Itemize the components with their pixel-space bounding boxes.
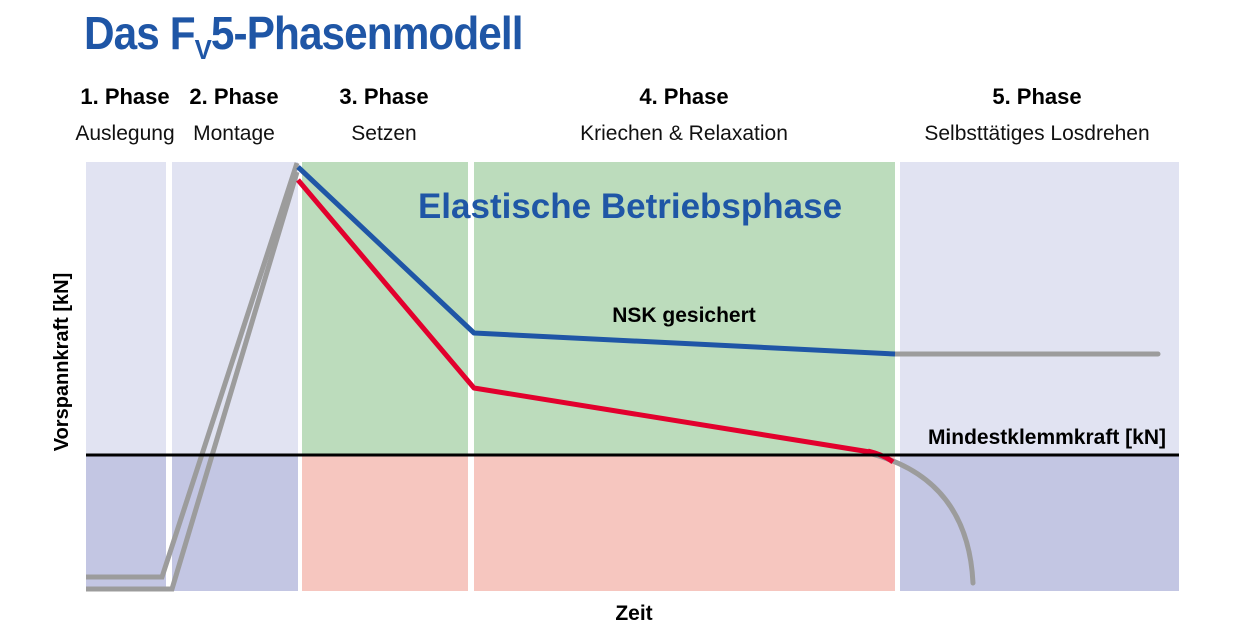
red-curve — [296, 178, 871, 455]
elastic-phase-label: Elastische Betriebsphase — [418, 187, 842, 226]
phase-header-2: 2. Phase Montage — [189, 84, 278, 154]
zone-phase4-lower — [474, 455, 895, 591]
zone-phase3-upper — [302, 162, 468, 455]
blue-nsk-curve — [296, 165, 896, 357]
title-subscript: V — [194, 34, 212, 65]
x-axis-label: Zeit — [615, 602, 652, 625]
phase-4-name: Kriechen & Relaxation — [580, 122, 788, 145]
phase-header-1: 1. Phase Auslegung — [75, 84, 174, 154]
phase-2-name: Montage — [193, 122, 275, 145]
phase-5-number: 5. Phase — [992, 84, 1082, 109]
phase-3-number: 3. Phase — [339, 84, 429, 109]
zone-phase1-lower — [86, 455, 166, 591]
phase-4-number: 4. Phase — [639, 84, 729, 109]
nsk-label: NSK gesichert — [612, 304, 756, 327]
diagram-title: Das FV5-Phasenmodell — [84, 6, 524, 65]
y-axis-label: Vorspannkraft [kN] — [51, 273, 73, 452]
phase-5-name: Selbsttätiges Losdrehen — [924, 122, 1150, 145]
zone-phase4-upper — [474, 162, 895, 455]
zone-phase1-upper — [86, 162, 166, 455]
zone-phase2-upper — [172, 162, 298, 455]
zone-phase5-upper — [900, 162, 1179, 455]
threshold-label: Mindestklemmkraft [kN] — [928, 426, 1166, 449]
title-rest: 5-Phasenmodell — [210, 7, 524, 59]
title-main: Das F — [84, 7, 196, 59]
zone-phase3-lower — [302, 455, 468, 591]
phase-2-number: 2. Phase — [189, 84, 279, 109]
gray-curve-upper — [86, 162, 300, 580]
phase-header-5: 5. Phase Selbsttätiges Losdrehen — [924, 84, 1149, 154]
phase-header-4: 4. Phase Kriechen & Relaxation — [580, 84, 788, 154]
phase-1-name: Auslegung — [75, 122, 175, 145]
gray-curve-lower — [86, 171, 300, 592]
phase-3-name: Setzen — [351, 122, 417, 145]
zone-phase5-lower — [900, 455, 1179, 591]
phase-1-number: 1. Phase — [80, 84, 170, 109]
phase-header-3: 3. Phase Setzen — [339, 84, 428, 154]
